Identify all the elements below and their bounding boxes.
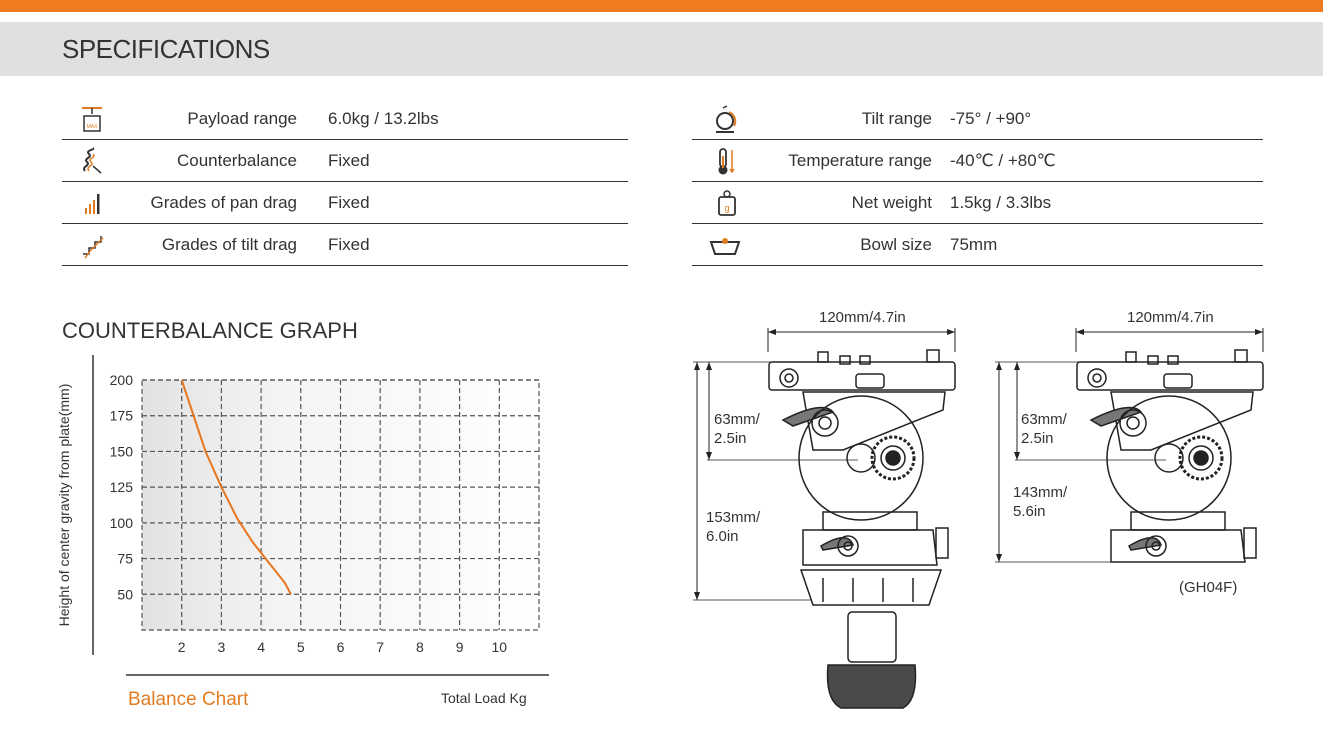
dimension-line-2: 2.5in xyxy=(714,430,747,447)
fluid-head-drawing-right xyxy=(995,328,1264,563)
spec-row: MAX Payload range 6.0kg / 13.2lbs xyxy=(62,98,628,140)
weight-icon: g xyxy=(712,188,742,218)
spec-value: 6.0kg / 13.2lbs xyxy=(328,109,439,128)
max-badge: MAX xyxy=(87,124,99,130)
dimension-line-1: 153mm/ xyxy=(706,509,761,526)
spec-value: Fixed xyxy=(328,151,370,170)
upper-height-dimension-right: 63mm/ 2.5in xyxy=(1021,410,1067,448)
thermometer-icon xyxy=(712,146,742,176)
dimension-line-1: 143mm/ xyxy=(1013,484,1068,501)
width-dimension-right: 120mm/4.7in xyxy=(1127,309,1214,326)
spec-row: Grades of pan drag Fixed xyxy=(62,182,628,224)
dimension-line-2: 2.5in xyxy=(1021,430,1054,447)
spec-label: Tilt range xyxy=(861,109,932,128)
x-tick-label: 4 xyxy=(257,639,265,655)
spec-row: Bowl size 75mm xyxy=(692,224,1263,266)
page-title: SPECIFICATIONS xyxy=(62,34,270,64)
x-tick-label: 7 xyxy=(376,639,384,655)
plot-frame xyxy=(141,379,540,631)
y-tick-label: 75 xyxy=(117,551,133,567)
counterbalance-chart: 50 75 100 125 150 175 200 2 3 4 5 6 7 8 9 10 xyxy=(92,355,549,676)
x-tick-label: 3 xyxy=(218,639,226,655)
spec-table-left: MAX Payload range 6.0kg / 13.2lbs Counte… xyxy=(62,98,628,268)
spec-value: 75mm xyxy=(950,235,998,254)
dimension-line-1: 63mm/ xyxy=(714,411,760,428)
spec-label: Net weight xyxy=(851,193,932,212)
spec-row: Grades of tilt drag Fixed xyxy=(62,224,628,266)
dimension-line-2: 5.6in xyxy=(1013,503,1046,520)
spec-value: Fixed xyxy=(328,235,370,254)
balance-chart-caption: Balance Chart xyxy=(128,689,249,710)
y-tick-label: 150 xyxy=(110,443,134,459)
series-line xyxy=(180,379,292,595)
spec-label: Counterbalance xyxy=(176,151,297,170)
spec-label: Grades of tilt drag xyxy=(161,235,297,254)
x-tick-label: 8 xyxy=(416,639,424,655)
spec-row: g Net weight 1.5kg / 3.3lbs xyxy=(692,182,1263,224)
spec-table-right: Tilt range -75° / +90° Temperature range… xyxy=(692,98,1263,268)
product-dimension-drawings xyxy=(693,328,1264,709)
spec-value: Fixed xyxy=(328,193,370,212)
x-tick-label: 5 xyxy=(297,639,305,655)
pan-drag-bars-icon xyxy=(77,188,107,218)
spec-label: Temperature range xyxy=(788,151,932,170)
payload-icon: MAX xyxy=(77,104,107,134)
total-height-dimension-right: 143mm/ 5.6in xyxy=(1013,483,1067,521)
upper-height-dimension-left: 63mm/ 2.5in xyxy=(714,410,760,448)
y-tick-label: 125 xyxy=(110,479,134,495)
spec-row: Temperature range -40℃ / +80℃ xyxy=(692,140,1263,182)
total-height-dimension-left: 153mm/ 6.0in xyxy=(706,508,760,546)
spec-row: Tilt range -75° / +90° xyxy=(692,98,1263,140)
y-tick-label: 175 xyxy=(110,408,134,424)
spec-label: Bowl size xyxy=(860,235,932,254)
spec-value: -40℃ / +80℃ xyxy=(950,151,1056,170)
spec-label: Grades of pan drag xyxy=(150,193,297,212)
graph-title: COUNTERBALANCE GRAPH xyxy=(62,318,358,343)
spec-label: Payload range xyxy=(187,109,297,128)
weight-badge: g xyxy=(724,203,729,213)
spec-value: 1.5kg / 3.3lbs xyxy=(950,193,1052,212)
model-number: (GH04F) xyxy=(1179,579,1238,596)
y-tick-label: 100 xyxy=(110,515,134,531)
x-tick-label: 10 xyxy=(492,639,508,655)
y-tick-label: 200 xyxy=(110,372,134,388)
header-band: SPECIFICATIONS xyxy=(0,22,1323,76)
spec-row: Counterbalance Fixed xyxy=(62,140,628,182)
dimension-line-2: 6.0in xyxy=(706,528,739,545)
chart-x-axis-label: Total Load Kg xyxy=(441,690,527,706)
fluid-head-drawing-left xyxy=(693,328,956,709)
dimension-line-1: 63mm/ xyxy=(1021,411,1067,428)
tilt-range-icon xyxy=(712,104,742,134)
bowl-icon xyxy=(707,230,741,260)
top-accent-bar xyxy=(0,0,1323,12)
y-tick-label: 50 xyxy=(117,586,133,602)
x-tick-label: 6 xyxy=(337,639,345,655)
width-dimension-left: 120mm/4.7in xyxy=(819,309,906,326)
spec-value: -75° / +90° xyxy=(950,109,1032,128)
x-tick-label: 2 xyxy=(178,639,186,655)
x-tick-label: 9 xyxy=(456,639,464,655)
counterbalance-spring-icon xyxy=(77,146,107,176)
tilt-drag-steps-icon xyxy=(77,230,107,260)
